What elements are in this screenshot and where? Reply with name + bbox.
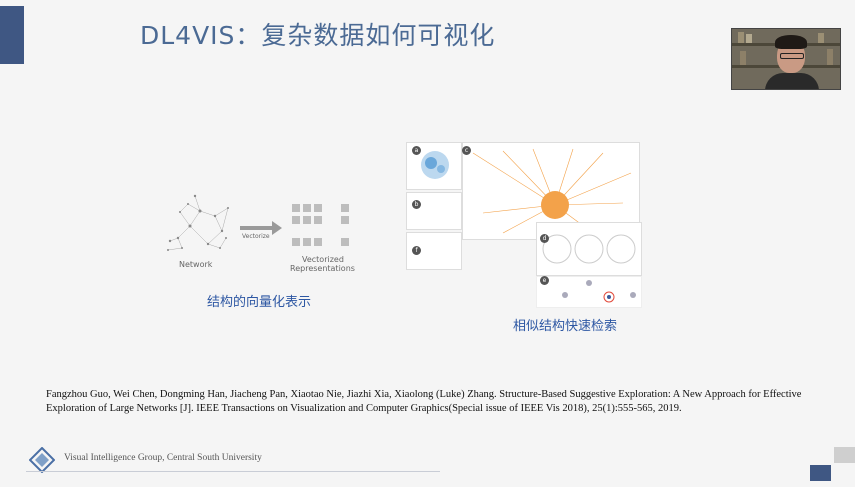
caption-vectorization: 结构的向量化表示 [207, 295, 312, 310]
book [746, 34, 752, 43]
panel-tag-f: f [412, 246, 421, 255]
vectorize-arrow-icon [240, 221, 282, 235]
panel-d [536, 222, 642, 276]
university-logo-icon [29, 447, 55, 473]
panel-tag-b: b [412, 200, 421, 209]
vectorize-label: Vectorize [242, 233, 270, 240]
corner-deco-blue [810, 465, 831, 481]
book [827, 49, 833, 65]
panel-tag-c: c [462, 146, 471, 155]
book [738, 32, 744, 43]
glasses-icon [780, 53, 804, 59]
cluster-map [421, 151, 449, 179]
system-screenshot: a b c d e f [404, 136, 642, 308]
vectorized-label-line1: Vectorized [302, 255, 344, 264]
person-body [765, 73, 819, 89]
left-accent-bar [0, 6, 24, 64]
network-vectorization-figure [167, 194, 349, 251]
caption-retrieval: 相似结构快速检索 [513, 319, 618, 334]
query-results [562, 280, 636, 303]
vector-grid [292, 204, 349, 246]
book [740, 51, 746, 65]
similar-structures [542, 234, 636, 264]
orange-star-network [472, 148, 632, 234]
panel-tag-e: e [540, 276, 549, 285]
person-hair [775, 35, 807, 49]
panel-b [406, 192, 462, 230]
book [818, 33, 824, 43]
citation: Fangzhou Guo, Wei Chen, Dongming Han, Ji… [46, 389, 802, 414]
footer-divider [26, 471, 440, 472]
slide-title: DL4VIS：复杂数据如何可视化 [140, 21, 496, 50]
network-label: Network [179, 260, 213, 269]
webcam-video[interactable] [731, 28, 841, 90]
corner-deco-gray [834, 447, 855, 463]
vectorized-label-line2: Representations [290, 264, 355, 273]
panel-tag-a: a [412, 146, 421, 155]
footer-group-name: Visual Intelligence Group, Central South… [64, 453, 262, 463]
network-nodes [167, 194, 229, 251]
panel-e [536, 276, 642, 308]
panel-tag-d: d [540, 234, 549, 243]
network-graph [167, 195, 229, 251]
